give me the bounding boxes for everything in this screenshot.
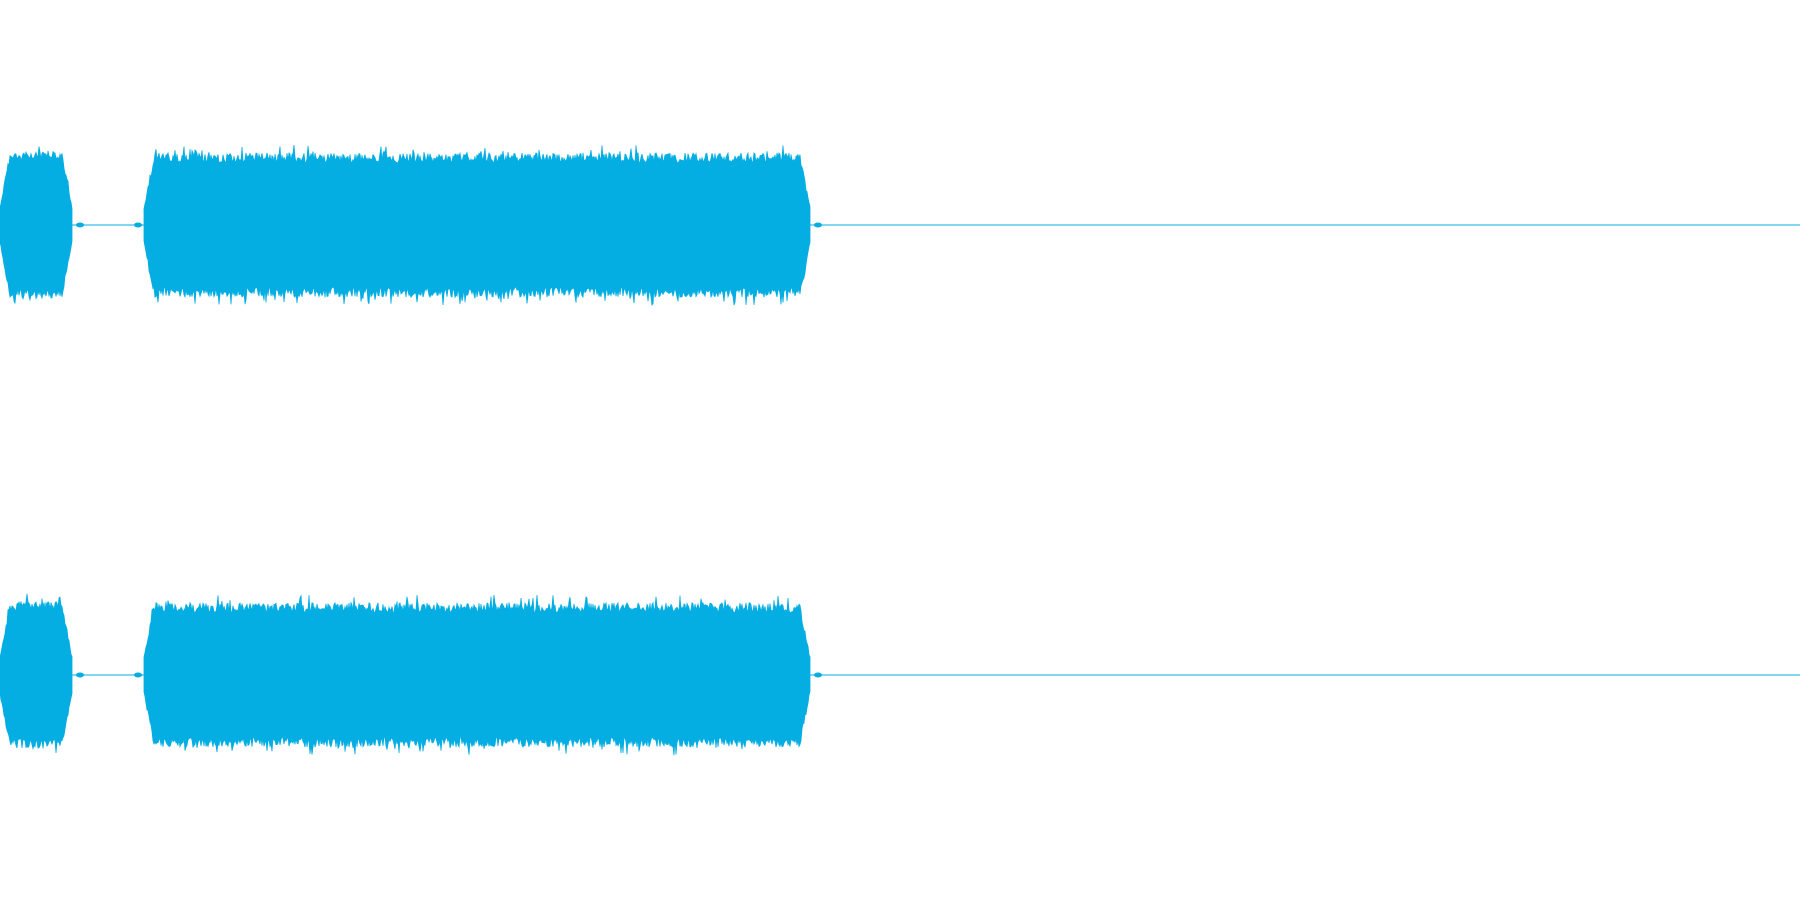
segment-taper-2-1	[134, 222, 142, 228]
segment-taper-2-2	[814, 672, 822, 678]
channel-2-waveform	[0, 593, 1800, 756]
signal-segment-1	[0, 593, 73, 753]
channel-1-waveform	[0, 144, 1800, 306]
signal-segment-2	[143, 144, 811, 306]
signal-segment-2	[143, 594, 811, 756]
signal-segment-1	[0, 146, 73, 304]
segment-taper-1-2	[76, 672, 84, 678]
segment-taper-1-2	[76, 222, 84, 228]
segment-taper-2-2	[814, 222, 822, 228]
segment-taper-2-1	[134, 672, 142, 678]
